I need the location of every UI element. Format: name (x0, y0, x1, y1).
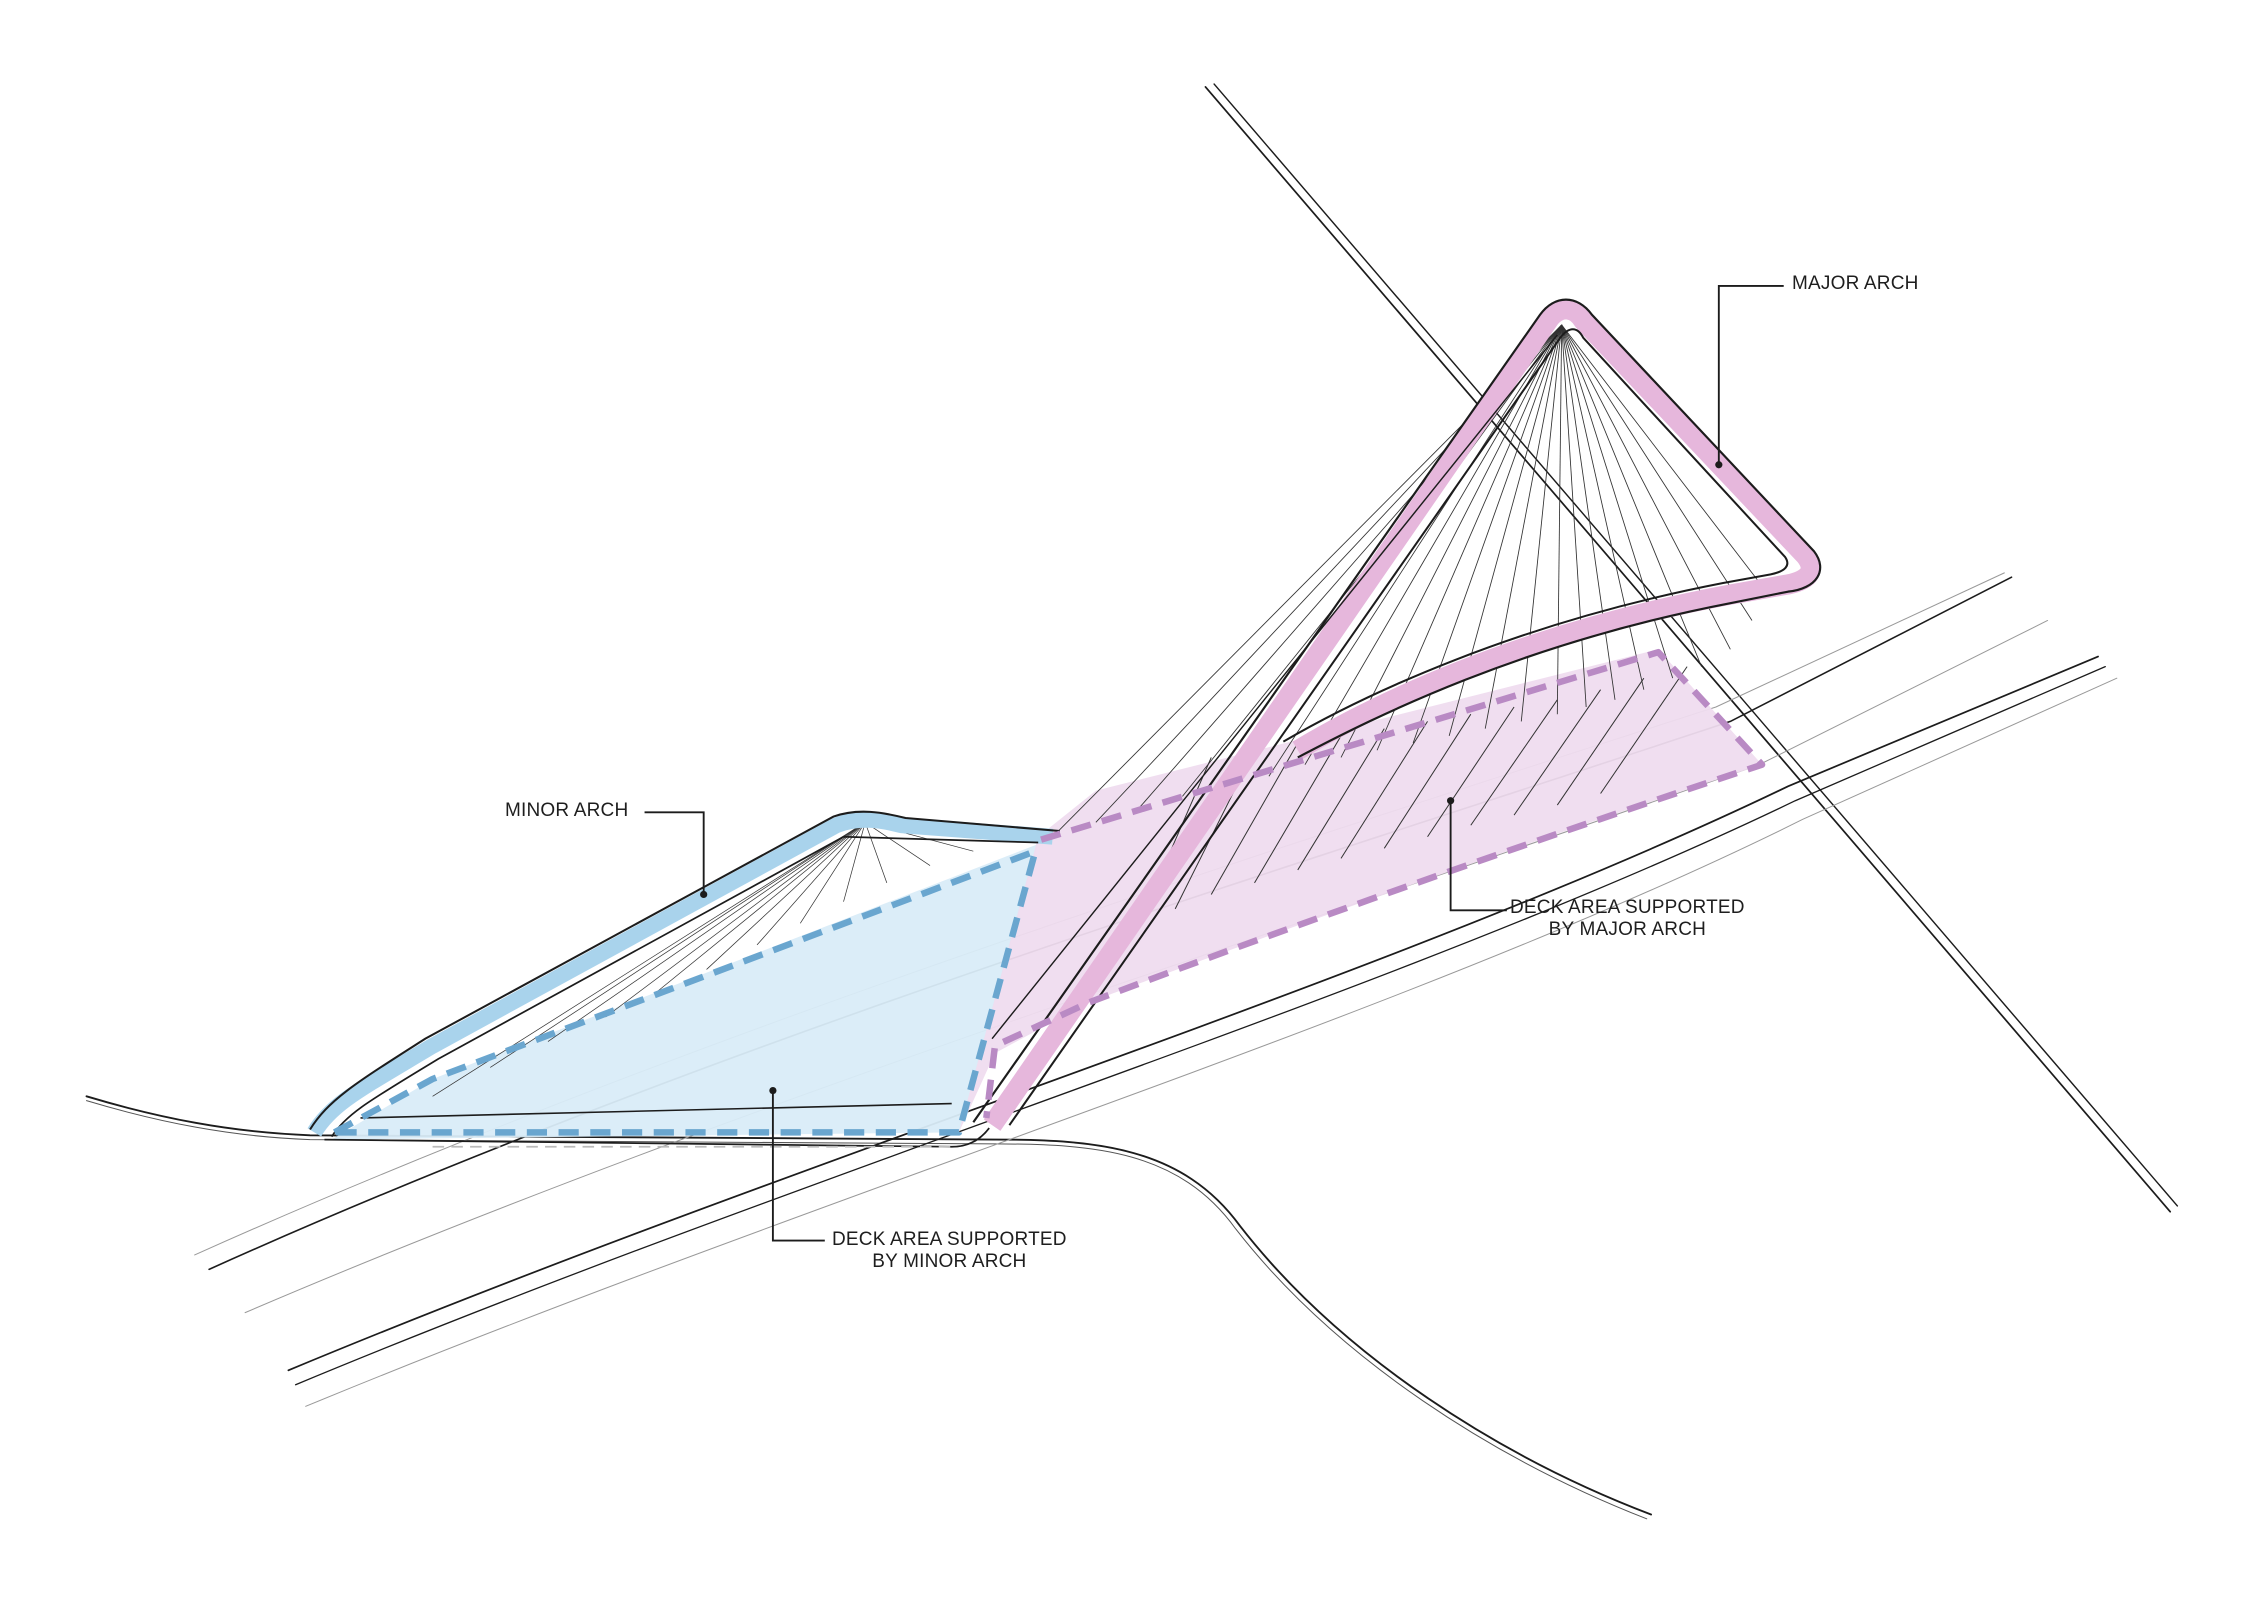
diagonal-road (1204, 86, 2172, 1213)
leader-deck-minor (771, 1091, 825, 1242)
deck-cross-lines (1138, 666, 1688, 924)
label-minor-arch: MINOR ARCH (505, 800, 629, 821)
leader-minor-arch (644, 811, 705, 892)
major-deck-area (958, 649, 1763, 1133)
label-major-arch: MAJOR ARCH (1792, 273, 1919, 294)
leader-dots (700, 461, 1723, 1095)
label-deck-minor-arch: DECK AREA SUPPORTED BY MINOR ARCH (832, 1229, 1067, 1272)
leader-deck-major (1449, 802, 1507, 912)
leader-major-arch (1717, 285, 1784, 465)
label-deck-major-arch: DECK AREA SUPPORTED BY MAJOR ARCH (1510, 897, 1745, 940)
minor-deck-dashed-outline (331, 847, 1039, 1136)
minor-arch-hangers (432, 821, 1010, 1097)
leader-lines (644, 285, 1784, 1242)
ground-curve (85, 1095, 1652, 1516)
major-arch (972, 298, 1822, 1131)
minor-deck-area (331, 843, 1039, 1140)
